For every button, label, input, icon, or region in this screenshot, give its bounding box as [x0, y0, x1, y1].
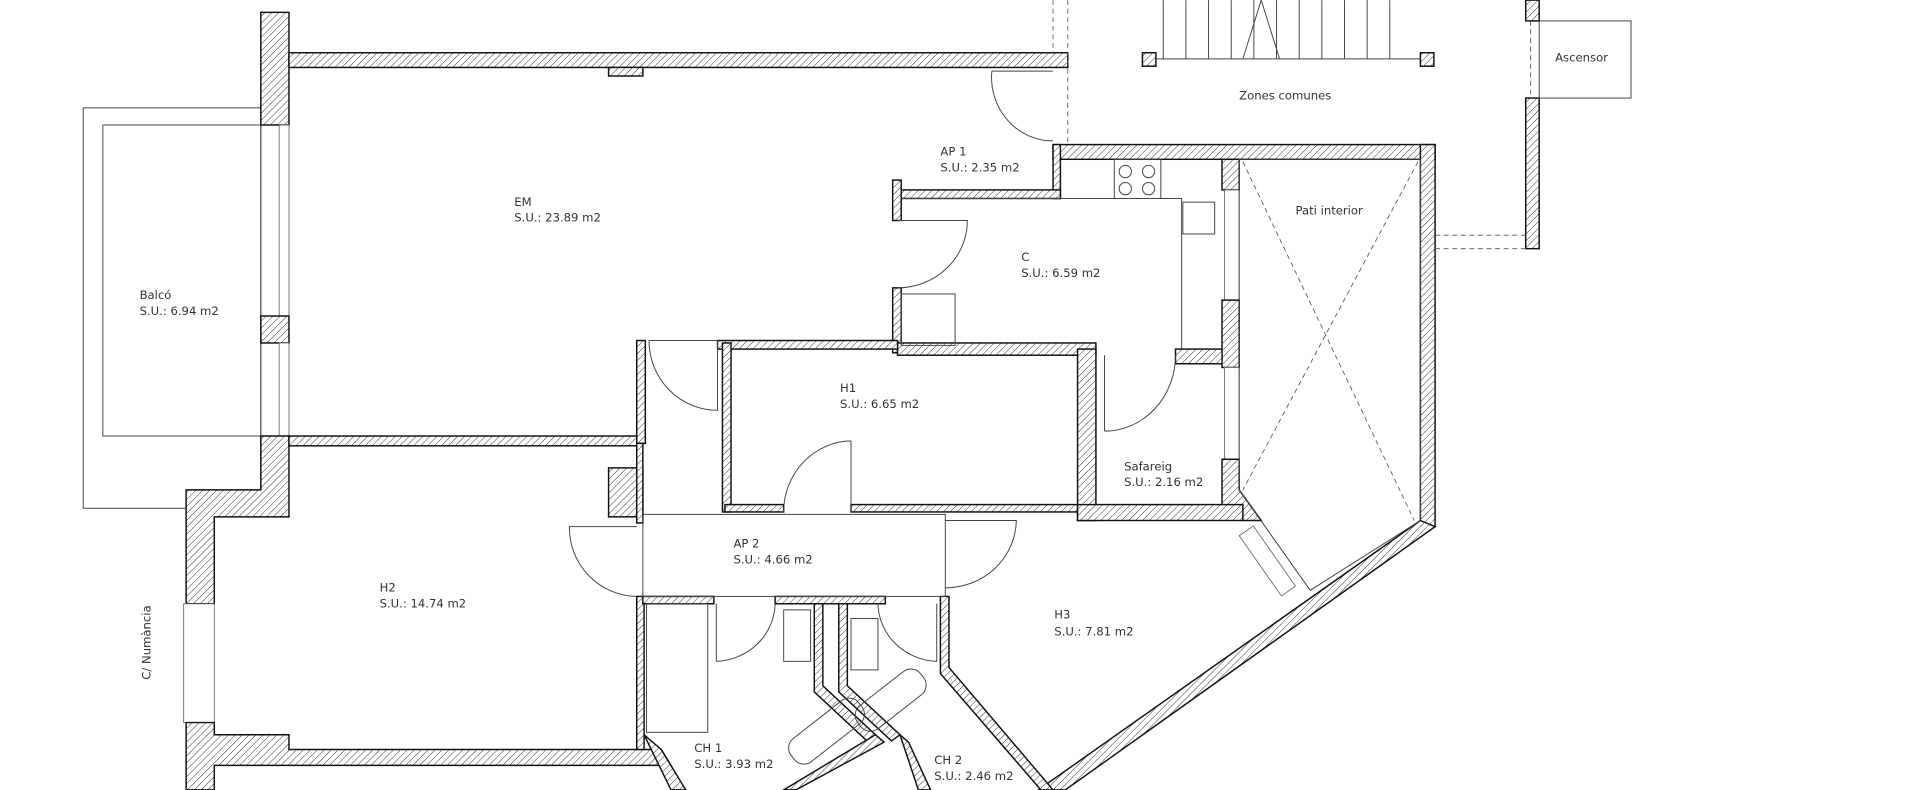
elevator-shaft: [1538, 20, 1632, 99]
kitchen-sink: [1182, 201, 1216, 235]
room-name-h1: H1: [840, 381, 856, 395]
room-area-ch2: S.U.: 2.46 m2: [934, 769, 1013, 783]
ascensor-label: Ascensor: [1555, 50, 1608, 64]
room-name-safareig: Safareig: [1124, 459, 1172, 473]
room-name-ch1: CH 1: [694, 741, 722, 755]
walls: [183, 0, 1540, 790]
zones-comunes-label: Zones comunes: [1239, 88, 1331, 102]
toilet-ch2: [850, 617, 879, 671]
room-area-h3: S.U.: 7.81 m2: [1054, 625, 1133, 639]
pati-interior-label: Pati interior: [1296, 203, 1364, 217]
room-area-em: S.U.: 23.89 m2: [514, 211, 601, 225]
toilet-ch1: [783, 609, 812, 662]
room-area-ap1: S.U.: 2.35 m2: [940, 161, 1019, 175]
shower-ch2: [854, 668, 927, 732]
room-area-ch1: S.U.: 3.93 m2: [694, 757, 773, 771]
room-name-h3: H3: [1054, 607, 1070, 621]
street-label: C/ Numància: [140, 605, 154, 679]
room-area-h1: S.U.: 6.65 m2: [840, 397, 919, 411]
fixtures: [646, 158, 1216, 765]
room-name-h2: H2: [380, 581, 396, 595]
door-h1[interactable]: [783, 440, 852, 512]
door-ch2[interactable]: [877, 603, 938, 662]
stairs: [1155, 0, 1421, 60]
room-name-ap1: AP 1: [940, 145, 966, 159]
door-ap1[interactable]: [991, 70, 1054, 142]
room-labels: EM S.U.: 23.89 m2 AP 1 S.U.: 2.35 m2 C S…: [140, 50, 1609, 783]
bathtub: [646, 603, 709, 733]
door-em[interactable]: [648, 340, 719, 411]
door-h3[interactable]: [945, 520, 1017, 589]
room-area-ap2: S.U.: 4.66 m2: [733, 552, 812, 566]
room-name-em: EM: [514, 195, 531, 209]
room-name-ap2: AP 2: [733, 536, 759, 550]
room-name-ch2: CH 2: [934, 753, 962, 767]
auxiliary-lines: [642, 0, 1532, 597]
room-name-balco: Balcó: [140, 288, 172, 302]
room-area-c: S.U.: 6.59 m2: [1021, 266, 1100, 280]
room-area-balco: S.U.: 6.94 m2: [140, 304, 219, 318]
door-h2[interactable]: [568, 526, 637, 597]
room-area-h2: S.U.: 14.74 m2: [380, 596, 467, 610]
door-safareig[interactable]: [1104, 355, 1176, 432]
door-ch1[interactable]: [715, 603, 776, 662]
room-area-safareig: S.U.: 2.16 m2: [1124, 475, 1203, 489]
door-kitchen[interactable]: [897, 220, 968, 289]
room-name-c: C: [1021, 250, 1029, 264]
balcony-outline: [82, 107, 262, 509]
doors: [568, 70, 1176, 662]
